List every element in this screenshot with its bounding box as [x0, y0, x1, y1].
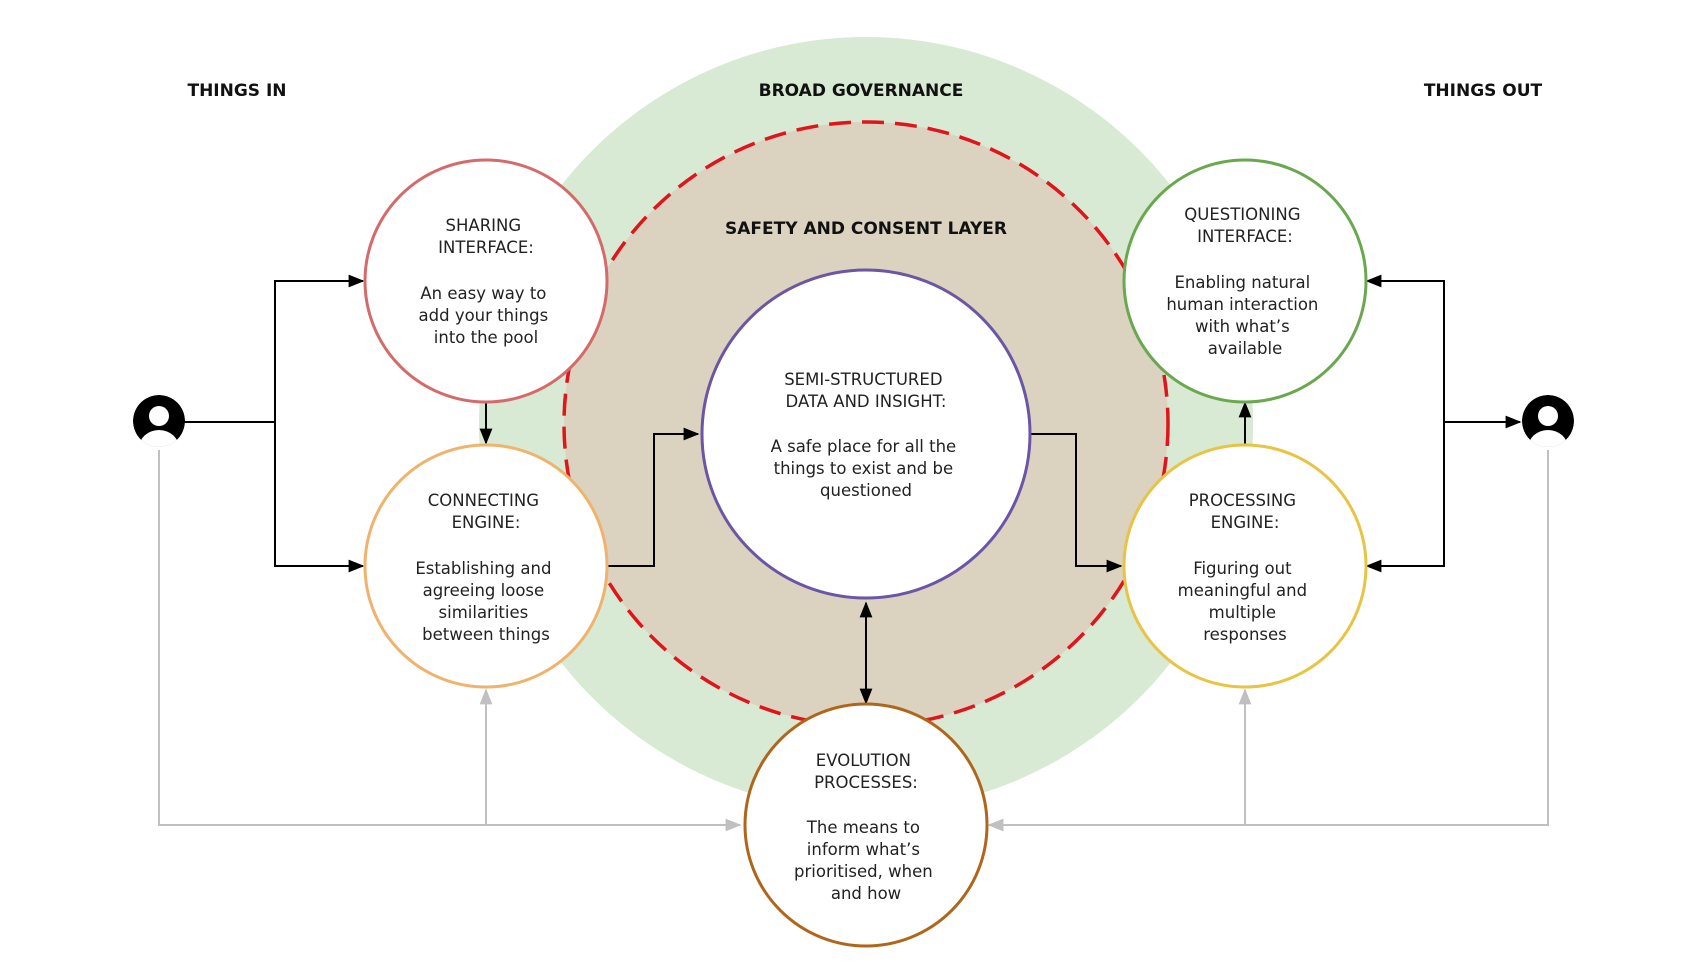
- svg-text:QUESTIONING INTERFACE:: QUESTIONING INTERFACE:: [1184, 205, 1305, 246]
- svg-text:EVOLUTION PROCESSES:: EVOLUTION PROCESSES:: [814, 751, 918, 792]
- node-body-line: responses: [1203, 625, 1287, 644]
- node-title-line: DATA AND INSIGHT:: [786, 392, 947, 411]
- node-body-line: Figuring out: [1193, 559, 1292, 578]
- node-body-line: into the pool: [434, 328, 538, 347]
- node-title-line: ENGINE:: [452, 513, 521, 532]
- svg-text:PROCESSING ENGINE:: PROCESSING ENGINE:: [1189, 491, 1302, 532]
- node-body-line: multiple: [1209, 603, 1276, 622]
- things-in-heading: THINGS IN: [187, 81, 286, 101]
- node-title-line: CONNECTING: [428, 491, 539, 510]
- feedback-line-input-user: [158, 450, 742, 832]
- node-title-line: ENGINE:: [1211, 513, 1280, 532]
- node-sharing-interface: SHARING INTERFACE: An easy way to add yo…: [363, 158, 609, 404]
- svg-text:The means to inform what: The means to inform what’s prioritised, …: [794, 818, 938, 903]
- connector-to-sharing: [274, 274, 365, 422]
- node-body-line: meaningful and: [1178, 581, 1307, 600]
- node-body-line: Establishing and: [415, 559, 551, 578]
- node-title-line: QUESTIONING: [1184, 205, 1300, 224]
- node-questioning-interface: QUESTIONING INTERFACE: Enabling natural …: [1122, 158, 1368, 404]
- node-body-line: with what’s: [1195, 317, 1290, 336]
- node-semi-structured-data: SEMI-STRUCTURED DATA AND INSIGHT: A safe…: [700, 268, 1032, 600]
- feedback-connectors: [158, 450, 1549, 832]
- svg-text:CONNECTING ENGINE:: CONNECTING ENGINE:: [428, 491, 544, 532]
- node-title-line: PROCESSES:: [814, 773, 918, 792]
- node-body-line: things to exist and be: [774, 459, 954, 478]
- svg-text:Establishing and agreein: Establishing and agreeing loose similari…: [415, 559, 556, 644]
- node-body-line: add your things: [419, 306, 549, 325]
- connector-connecting-to-data: [607, 427, 700, 567]
- svg-text:A safe place for all the: A safe place for all the things to exist…: [771, 437, 962, 500]
- node-body-line: similarities: [439, 603, 529, 622]
- svg-text:SHARING INTERFACE:: SHARING INTERFACE:: [438, 216, 534, 257]
- node-title-line: INTERFACE:: [438, 238, 534, 257]
- node-body-line: A safe place for all the: [771, 437, 957, 456]
- node-body-line: An easy way to: [420, 284, 546, 303]
- node-body-line: agreeing loose: [423, 581, 545, 600]
- svg-text:Enabling natural human i: Enabling natural human interaction with …: [1166, 273, 1323, 358]
- svg-text:An easy way to add your: An easy way to add your things into the …: [419, 284, 554, 347]
- connector-data-to-processing: [1030, 433, 1123, 573]
- feedback-line-output-user: [987, 450, 1549, 832]
- node-title-line: SEMI-STRUCTURED: [784, 370, 942, 389]
- connector-to-connecting: [274, 422, 365, 573]
- connector-branch-to-questioning: [1365, 274, 1445, 422]
- node-body-line: and how: [831, 884, 901, 903]
- node-body-line: prioritised, when: [794, 862, 933, 881]
- node-processing-engine: PROCESSING ENGINE: Figuring out meaningf…: [1122, 443, 1368, 689]
- node-title-line: INTERFACE:: [1197, 227, 1293, 246]
- safety-layer-heading: SAFETY AND CONSENT LAYER: [725, 219, 1007, 239]
- things-out-heading: THINGS OUT: [1424, 81, 1543, 101]
- node-body-line: questioned: [820, 481, 912, 500]
- svg-text:Figuring out meaningful: Figuring out meaningful and multiple res…: [1178, 559, 1313, 644]
- broad-governance-heading: BROAD GOVERNANCE: [759, 81, 964, 101]
- user-out-icon: [1522, 395, 1574, 447]
- node-evolution-processes: EVOLUTION PROCESSES: The means to inform…: [743, 702, 989, 948]
- node-title-line: EVOLUTION: [816, 751, 911, 770]
- node-title-line: PROCESSING: [1189, 491, 1296, 510]
- node-body-line: between things: [422, 625, 550, 644]
- node-body-line: available: [1208, 339, 1282, 358]
- node-body-line: Enabling natural: [1174, 273, 1310, 292]
- node-body-line: human interaction: [1166, 295, 1318, 314]
- flow-connectors: [180, 274, 1522, 705]
- node-connecting-engine: CONNECTING ENGINE: Establishing and agre…: [363, 443, 609, 689]
- connector-branch-to-processing: [1365, 422, 1445, 573]
- svg-text:SEMI-STRUCTURED DATA AND: SEMI-STRUCTURED DATA AND INSIGHT:: [784, 370, 948, 411]
- node-body-line: The means to: [806, 818, 920, 837]
- user-in-icon: [133, 395, 185, 447]
- node-title-line: SHARING: [446, 216, 522, 235]
- node-body-line: inform what’s: [807, 840, 920, 859]
